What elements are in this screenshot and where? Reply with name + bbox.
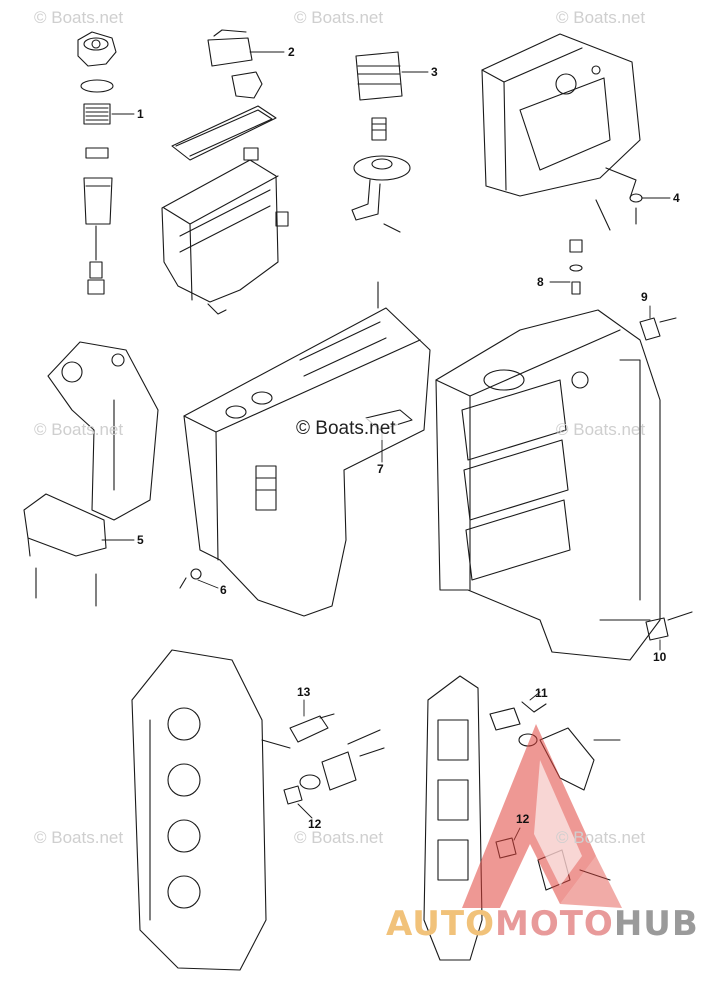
callout-9: 9	[641, 290, 648, 304]
callout-11: 11	[535, 686, 548, 700]
callout-10: 10	[653, 650, 667, 664]
callout-3: 3	[431, 65, 438, 79]
cylinder-head	[131, 649, 291, 971]
sensor-part-2	[207, 29, 263, 99]
vapor-separator	[161, 105, 289, 315]
callout-8: 8	[537, 275, 544, 289]
watermark-bottom-right: © Boats.net	[556, 828, 646, 847]
callout-4: 4	[673, 191, 680, 205]
callout-1: 1	[137, 107, 144, 121]
callout-12-right: 12	[516, 812, 530, 826]
watermark-bottom-left: © Boats.net	[34, 828, 124, 847]
fuel-filter-assembly	[77, 31, 117, 295]
driveshaft-housing	[183, 281, 431, 617]
logo-auto: AUTO	[386, 904, 495, 944]
bracket	[47, 341, 159, 521]
watermark-bottom-center: © Boats.net	[294, 828, 384, 847]
clip-part-9	[639, 317, 677, 341]
callout-7: 7	[377, 462, 384, 476]
watermark-center: © Boats.net	[294, 418, 398, 440]
watermark-top-right: © Boats.net	[556, 8, 646, 27]
clip-part-10	[645, 611, 693, 641]
automotohub-triangle	[462, 724, 622, 908]
logo-moto: MOTO	[494, 904, 614, 944]
fastener-part-4	[629, 193, 643, 225]
plug-part-6	[179, 568, 202, 589]
automotohub-logo: AUTOMOTOHUB	[386, 904, 699, 944]
sensor-part-13	[289, 713, 335, 743]
watermark-mid-left: © Boats.net	[34, 420, 124, 439]
mounting-plate-part-5	[23, 493, 107, 607]
callout-6: 6	[220, 583, 227, 597]
watermark-top-left: © Boats.net	[34, 8, 124, 27]
callout-2: 2	[288, 45, 295, 59]
watermark-top-center: © Boats.net	[294, 8, 384, 27]
callout-12-left: 12	[308, 817, 322, 831]
oil-filter	[351, 51, 411, 233]
watermark-mid-right: © Boats.net	[556, 420, 646, 439]
callout-5: 5	[137, 533, 144, 547]
fitting-part-8	[569, 239, 583, 295]
callout-13: 13	[297, 685, 311, 699]
logo-hub: HUB	[613, 904, 699, 944]
adapter-plate	[481, 33, 641, 231]
cylinder-block	[435, 309, 661, 661]
sensor-part-12-left	[283, 785, 303, 805]
thermostat-cover	[299, 729, 385, 791]
cylinder-head-2	[423, 675, 483, 961]
